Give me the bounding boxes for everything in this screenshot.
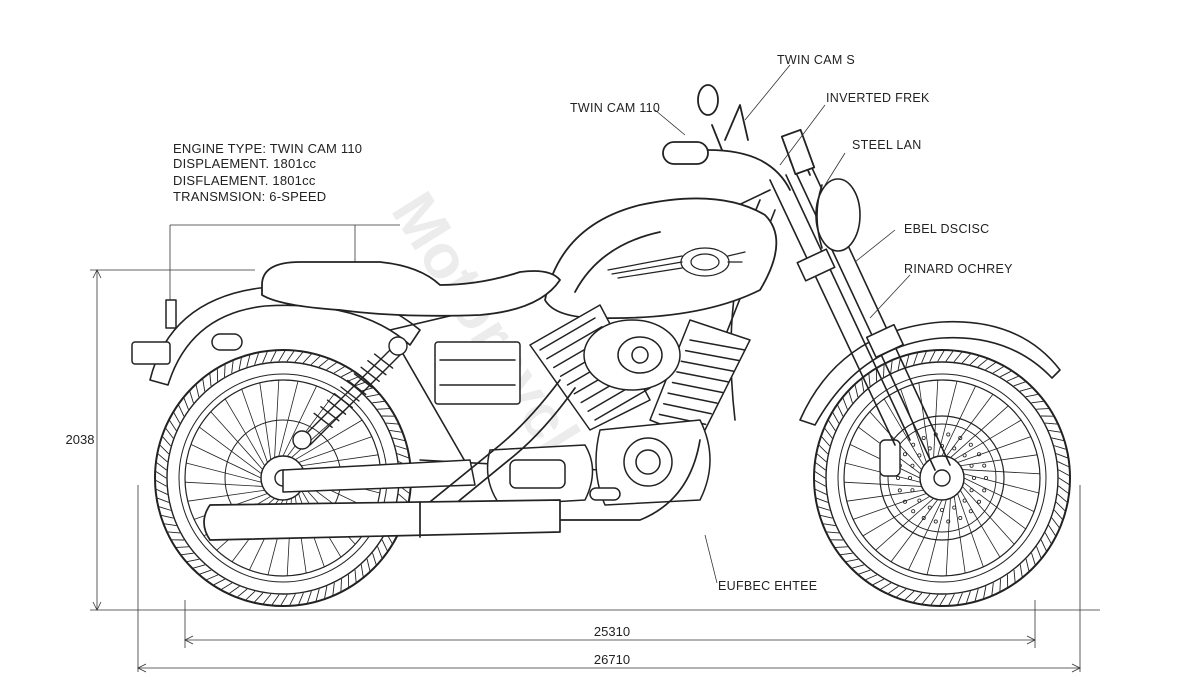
callout-exhaust: EUFBEC EHTEE: [718, 579, 817, 593]
tail-light: [131, 299, 243, 365]
wheelbase-dimension: 25310: [594, 624, 630, 639]
rear-shock: [292, 336, 408, 450]
handlebar: [662, 84, 816, 191]
callout-leaders: [654, 64, 911, 584]
callout-twin-cam-s: TWIN CAM S: [777, 53, 855, 67]
dimension-lines: [90, 224, 1100, 673]
spec-block: ENGINE TYPE: TWIN CAM 110 DISPLAEMENT. 1…: [173, 141, 362, 204]
engine: [486, 304, 751, 506]
spec-engine-type: ENGINE TYPE: TWIN CAM 110: [173, 141, 362, 156]
crankcase: [595, 419, 711, 506]
callout-front-wheel: RINARD OCHREY: [904, 262, 1013, 276]
height-dimension: 2038: [66, 432, 95, 447]
primary-cover: [486, 444, 594, 506]
callout-twin-cam-110: TWIN CAM 110: [570, 101, 660, 115]
overall-length-dimension: 26710: [594, 652, 630, 667]
exhaust: [203, 379, 701, 541]
fuel-tank: [544, 197, 778, 320]
front-fork: [769, 154, 951, 471]
swingarm: [282, 459, 476, 493]
front-wheel: [813, 349, 1071, 607]
battery-box: [434, 341, 521, 405]
callout-steel-frame: STEEL LAN: [852, 138, 922, 152]
spec-displacement-1: DISPLAEMENT. 1801cc: [173, 156, 317, 171]
seat: [261, 261, 561, 317]
tank-emblem: [607, 247, 746, 279]
spec-transmission: TRANSMSION: 6-SPEED: [173, 189, 326, 204]
front-fender: [799, 320, 1061, 426]
spec-displacement-2: DISFLAEMENT. 1801cc: [173, 173, 316, 188]
callout-brake-disc: EBEL DSCISC: [904, 222, 990, 236]
headlight: [815, 178, 861, 252]
callout-inverted-fork: INVERTED FREK: [826, 91, 930, 105]
